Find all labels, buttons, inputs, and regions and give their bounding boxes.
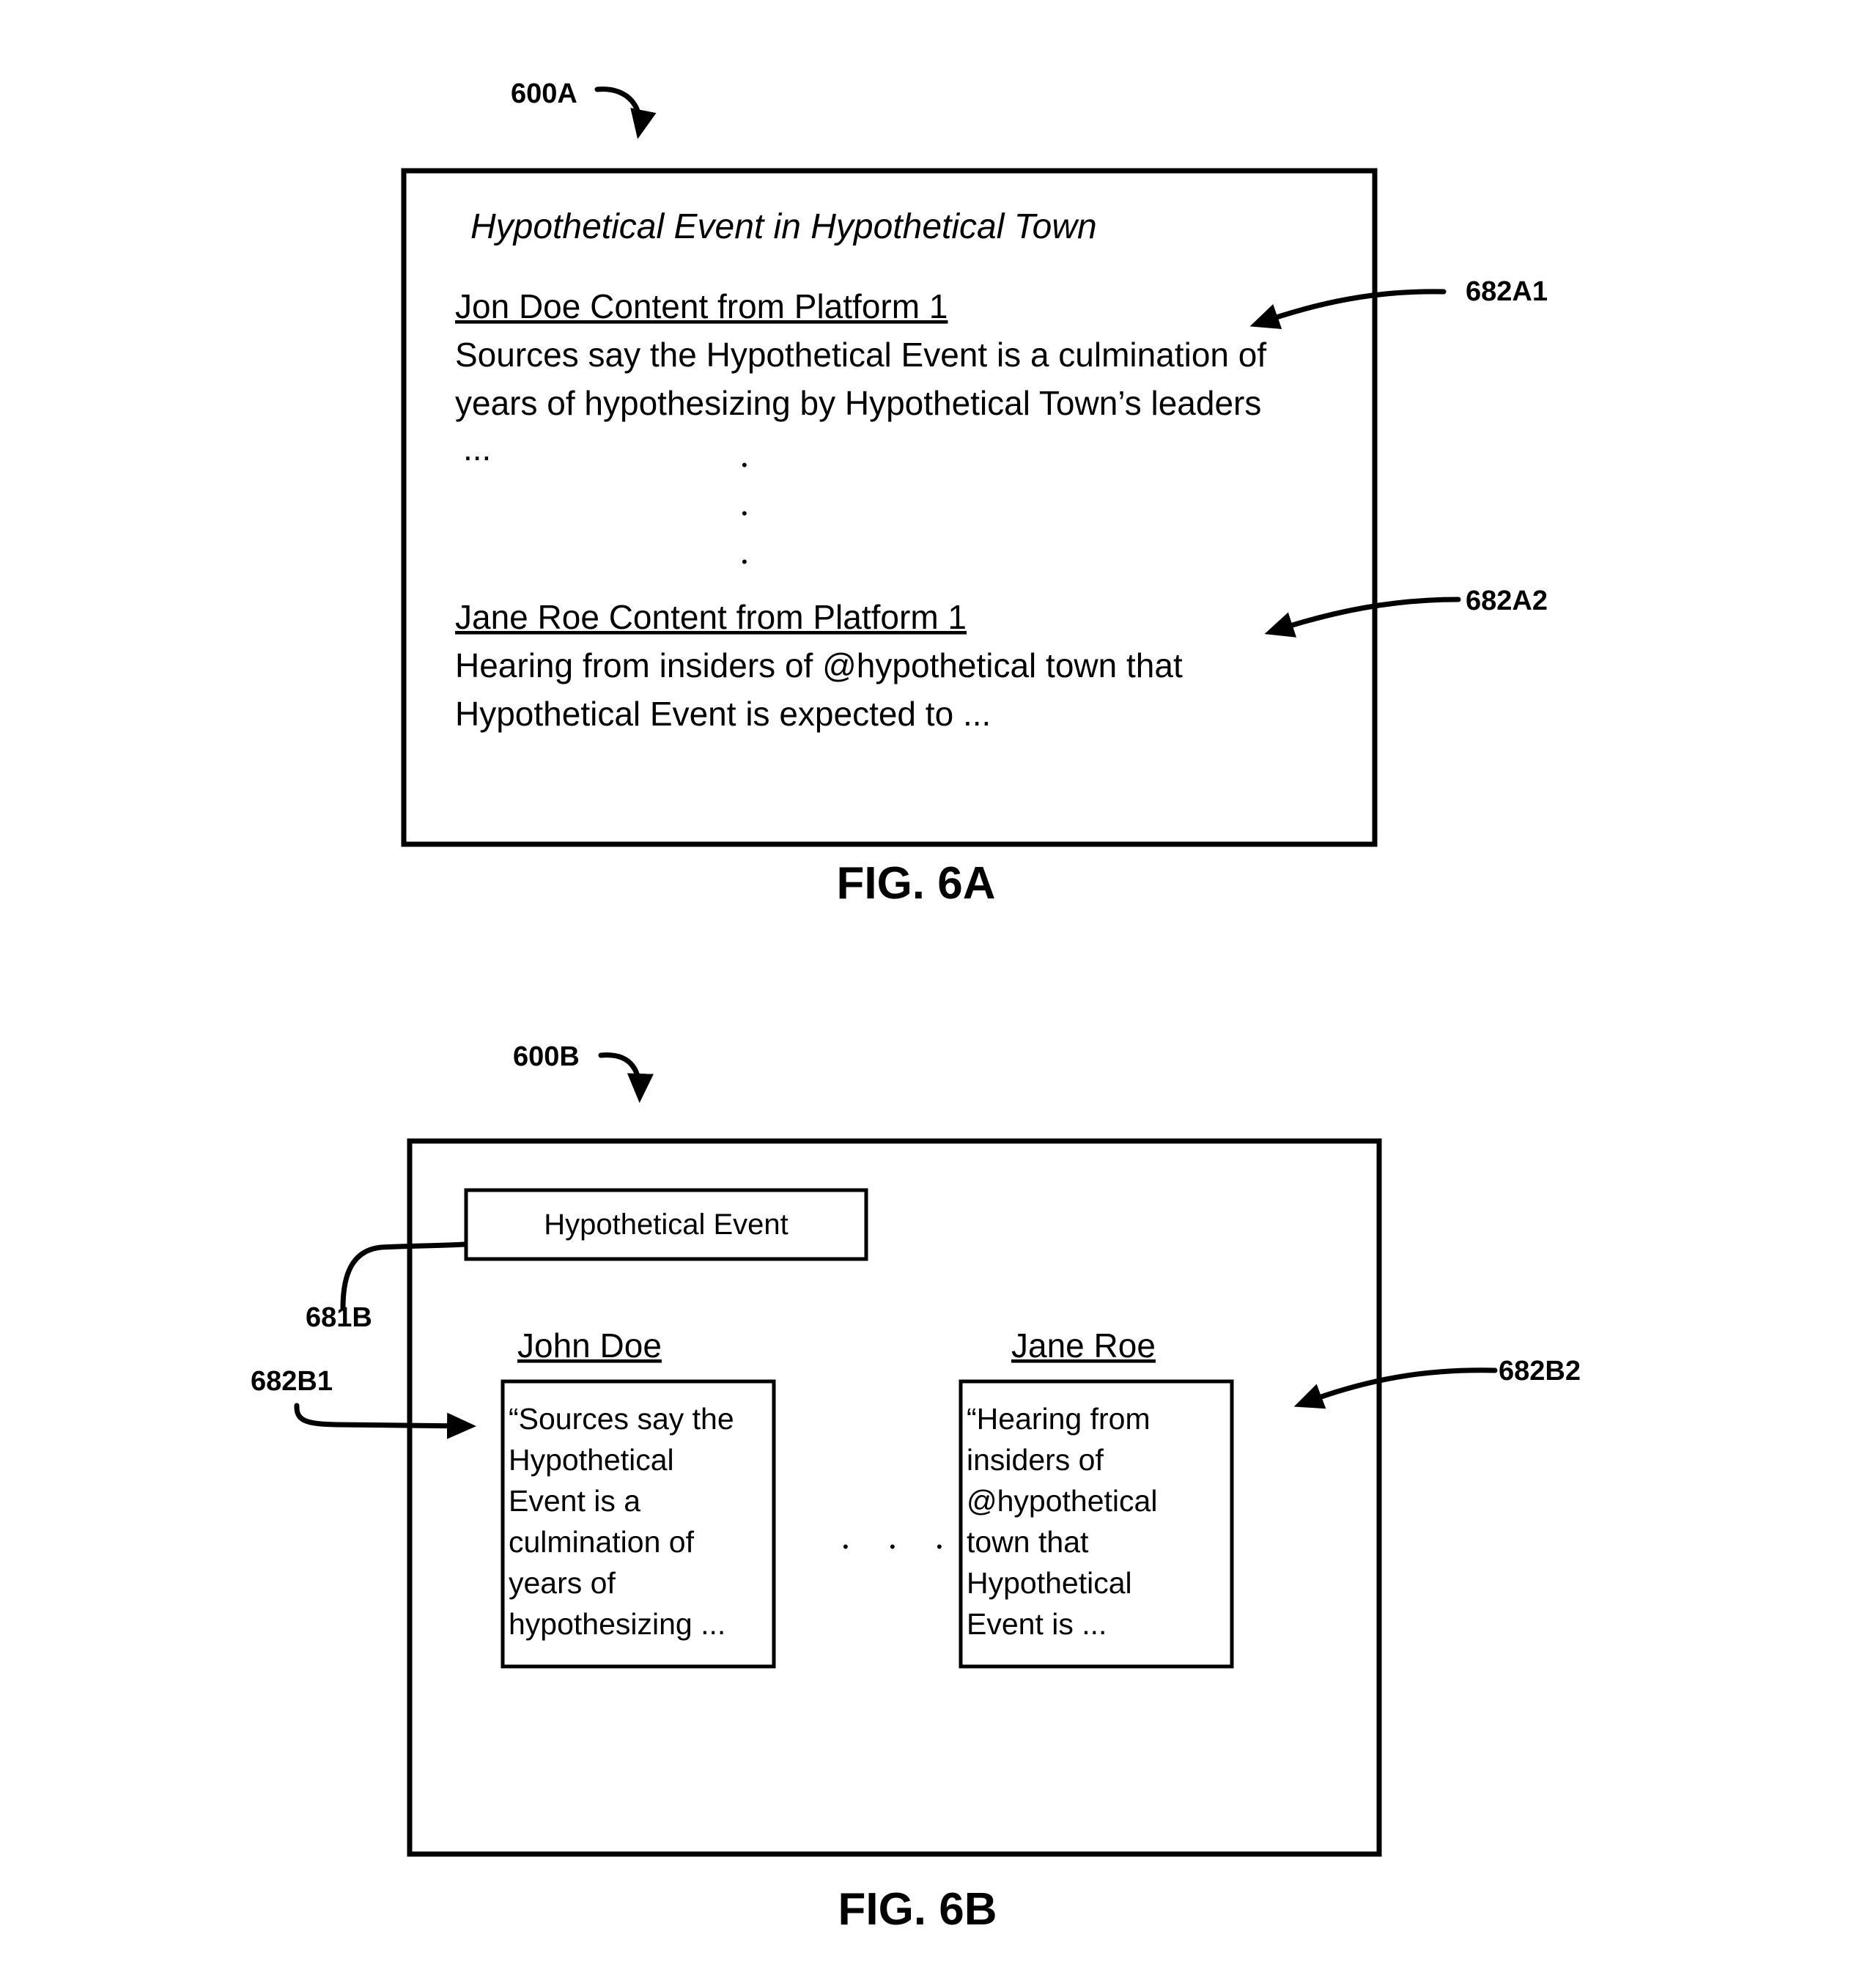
card-text-line: “Hearing from (967, 1402, 1151, 1436)
content-card-john-doe[interactable] (501, 1379, 776, 1669)
ref-arrow-682b1-icon (294, 1403, 476, 1439)
card-author-jane-roe[interactable]: Jane Roe (1011, 1326, 1156, 1365)
figure-6b: 600B Hypothetical Event 681B John Doe “S… (251, 1041, 1581, 1935)
event-label-text: Hypothetical Event (544, 1208, 789, 1241)
figure-caption-6b: FIG. 6B (838, 1884, 997, 1935)
ref-label-682b1: 682B1 (251, 1366, 333, 1397)
figure-6a: 600A Hypothetical Event in Hypothetical … (401, 78, 1548, 909)
content-panel-b (407, 1138, 1382, 1857)
entry-heading-jon-doe[interactable]: Jon Doe Content from Platform 1 (455, 287, 948, 325)
ref-label-600b: 600B (513, 1041, 580, 1072)
ref-arrow-600b-icon (598, 1052, 654, 1103)
entry-text-line: Sources say the Hypothetical Event is a … (455, 336, 1266, 374)
ref-label-682b2: 682B2 (1499, 1356, 1581, 1387)
card-text-line: town that (967, 1525, 1089, 1559)
vertical-ellipsis-dot: • (742, 504, 747, 523)
entry-text-line: Hearing from insiders of @hypothetical t… (455, 646, 1183, 684)
content-card-jane-roe[interactable] (959, 1379, 1234, 1669)
horizontal-ellipsis-dot: • (937, 1537, 942, 1556)
ref-label-681b: 681B (306, 1302, 372, 1333)
card-text-line: @hypothetical (967, 1484, 1157, 1518)
content-panel-a (401, 168, 1378, 847)
entry-text-line: Hypothetical Event is expected to ... (455, 695, 991, 733)
card-text-line: years of (509, 1566, 616, 1600)
ref-label-682a2: 682A2 (1466, 586, 1548, 616)
card-text-line: Hypothetical (509, 1443, 674, 1477)
figure-caption-6a: FIG. 6A (836, 858, 995, 909)
entry-heading-jane-roe[interactable]: Jane Roe Content from Platform 1 (455, 598, 967, 636)
ref-label-682a1: 682A1 (1466, 276, 1548, 307)
horizontal-ellipsis-dot: • (890, 1537, 895, 1556)
card-text-line: Hypothetical (967, 1566, 1132, 1600)
ref-arrow-682a2-icon (1264, 597, 1461, 638)
horizontal-ellipsis-dot: • (843, 1537, 849, 1556)
card-text-line: “Sources say the (509, 1402, 734, 1436)
ellipsis-text: ... (463, 429, 491, 468)
card-text-line: insiders of (967, 1443, 1104, 1477)
event-label-box[interactable] (464, 1188, 868, 1261)
ref-leader-681b-icon (340, 1241, 468, 1311)
ref-arrow-682a1-icon (1249, 289, 1447, 329)
entry-text-line: years of hypothesizing by Hypothetical T… (455, 384, 1261, 422)
card-text-line: hypothesizing ... (509, 1607, 725, 1641)
card-author-john-doe[interactable]: John Doe (517, 1326, 662, 1365)
card-text-line: culmination of (509, 1525, 695, 1559)
vertical-ellipsis-dot: • (742, 553, 747, 571)
ref-arrow-682b2-icon (1293, 1367, 1498, 1409)
card-text-line: Event is a (509, 1484, 640, 1518)
ref-arrow-600a-icon (594, 86, 657, 139)
vertical-ellipsis-dot: • (742, 456, 747, 474)
card-text-line: Event is ... (967, 1607, 1107, 1641)
panel-title: Hypothetical Event in Hypothetical Town (470, 207, 1097, 246)
ref-label-600a: 600A (511, 78, 577, 109)
